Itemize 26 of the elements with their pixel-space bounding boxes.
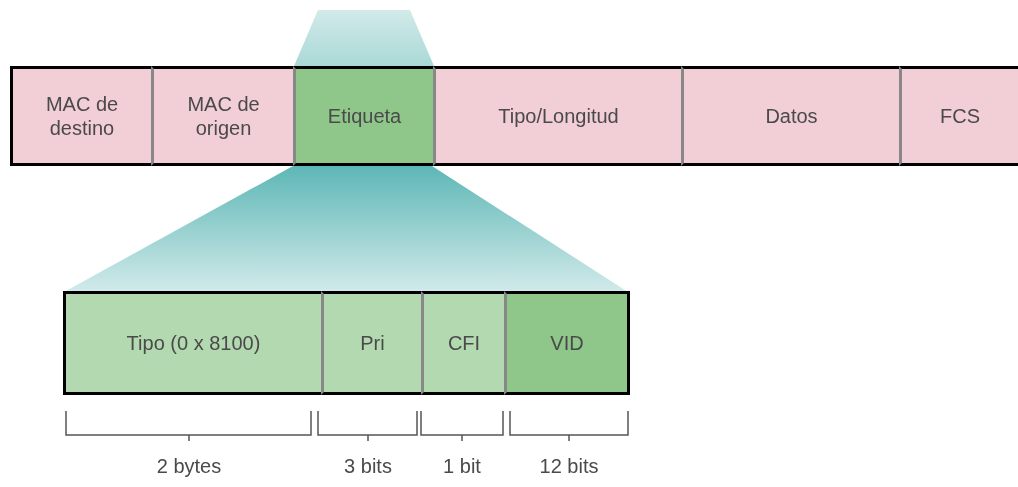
- field-name: MAC de destino: [44, 92, 120, 140]
- field-name: VID: [549, 331, 585, 355]
- field-name: Pri: [359, 331, 386, 355]
- field-name: Tipo/Longitud: [497, 104, 620, 128]
- size-label: 12 bits: [538, 455, 600, 478]
- size-label: 1 bit: [442, 455, 482, 478]
- frame-field: [899, 66, 1018, 166]
- field-name: Tipo (0 x 8100): [125, 331, 262, 355]
- frame-field: [321, 291, 421, 395]
- field-name: Datos: [764, 104, 819, 128]
- frame-field: [504, 291, 630, 395]
- frame-field: [421, 291, 504, 395]
- expansion-wedge: [64, 166, 628, 292]
- expansion-wedge: [294, 10, 434, 66]
- field-name: FCS: [939, 104, 981, 128]
- size-label: 2 bytes: [155, 455, 223, 478]
- frame-field: [681, 66, 899, 166]
- frame-field: [151, 66, 293, 166]
- frame-field: [293, 66, 433, 166]
- frame-field: [63, 291, 321, 395]
- field-name: CFI: [446, 331, 482, 355]
- frame-field: [433, 66, 681, 166]
- field-name: MAC de origen: [186, 92, 261, 140]
- size-label: 3 bits: [343, 455, 393, 478]
- frame-field: [10, 66, 151, 166]
- field-name: Etiqueta: [326, 104, 403, 128]
